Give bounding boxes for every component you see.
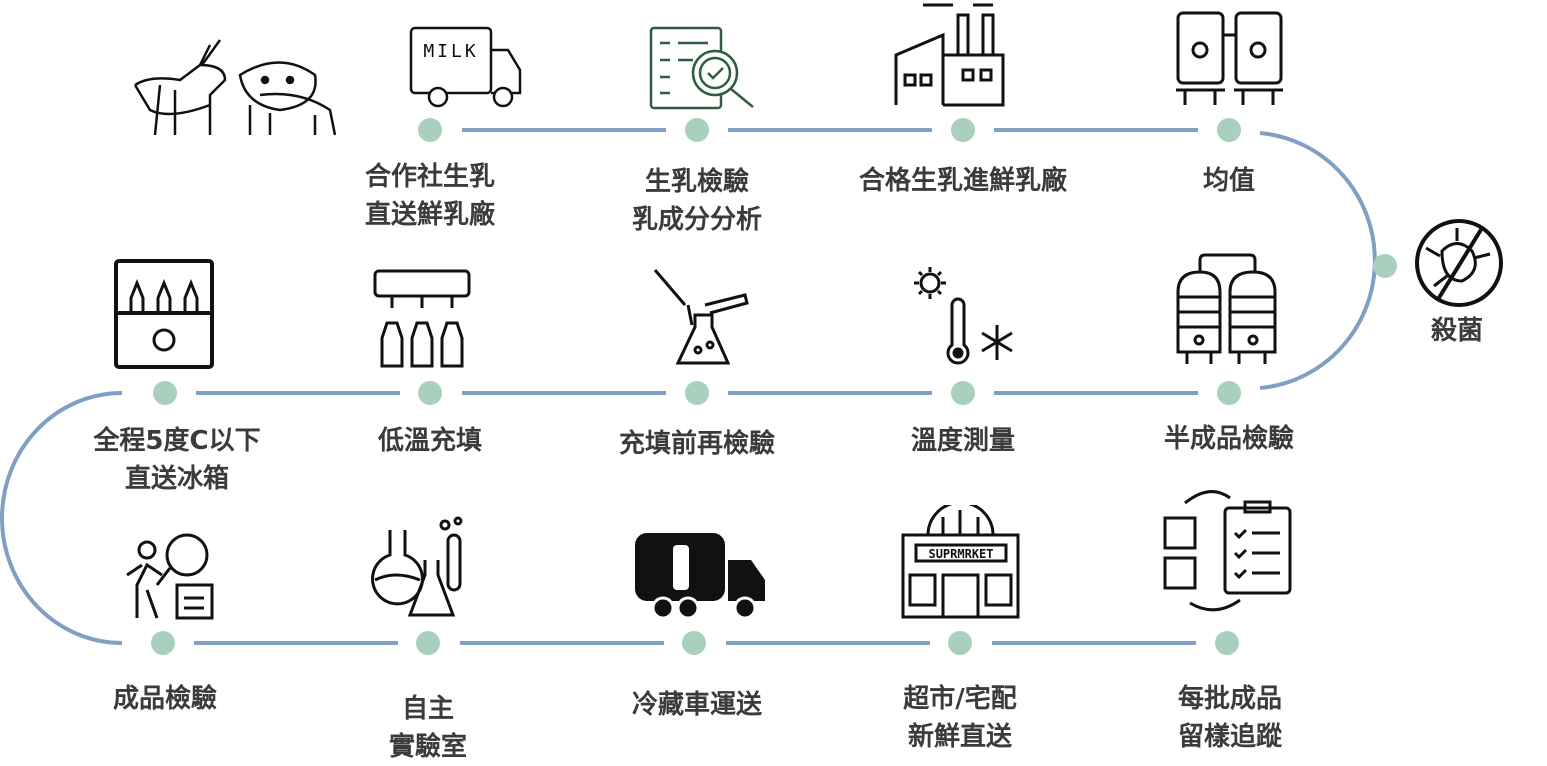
- step-dot: [1373, 254, 1397, 278]
- step-dot: [151, 631, 175, 655]
- thermometer-icon: [912, 265, 1017, 370]
- step-dot: [153, 381, 177, 405]
- step-label-cold-chain: 全程5度C以下直送冰箱: [93, 426, 261, 494]
- step-label-to-plant: 合格生乳進鮮乳廠: [858, 166, 1068, 196]
- step-label-homogenize: 均值: [1202, 166, 1256, 196]
- tanks-icon: [1173, 10, 1288, 108]
- step-label-fill: 低溫充填: [377, 426, 483, 456]
- no-bacteria-icon: [1412, 216, 1506, 310]
- step-dot: [1217, 118, 1241, 142]
- supermarket-sign-text: SUPRMRKET: [928, 547, 993, 561]
- factory-icon: [893, 0, 1008, 108]
- step-label-sterilize: 殺菌: [1430, 316, 1484, 346]
- step-dot: [418, 118, 442, 142]
- checklist-magnifier-icon: [648, 25, 763, 115]
- filling-machine-icon: [372, 268, 472, 370]
- pressure-tanks-icon: [1175, 252, 1280, 367]
- step-dot: [416, 631, 440, 655]
- flasks-icon: [365, 515, 475, 620]
- step-dot: [418, 381, 442, 405]
- step-dot: [951, 118, 975, 142]
- step-label-truck: 冷藏車運送: [631, 690, 763, 720]
- step-dot: [1217, 381, 1241, 405]
- milk-truck-icon: MILK: [408, 25, 526, 110]
- step-dot: [948, 631, 972, 655]
- inspector-icon: [122, 530, 217, 622]
- step-label-lab: 自主實驗室: [388, 694, 468, 762]
- step-dot: [682, 631, 706, 655]
- connector-arc-left: [0, 391, 123, 645]
- step-dot: [685, 118, 709, 142]
- supermarket-icon: SUPRMRKET: [898, 505, 1023, 620]
- milk-truck-text: MILK: [423, 41, 478, 62]
- step-label-semi-inspect: 半成品檢驗: [1163, 424, 1295, 454]
- step-label-sample: 每批成品留樣追蹤: [1177, 684, 1283, 752]
- step-label-cooperative: 合作社生乳直送鮮乳廠: [364, 162, 496, 230]
- sample-tracking-icon: [1160, 488, 1295, 618]
- fridge-bottles-icon: [113, 258, 215, 370]
- goat-cow-icon: [130, 35, 340, 145]
- step-dot: [685, 381, 709, 405]
- step-label-market: 超市/宅配新鮮直送: [903, 684, 1017, 752]
- step-label-temp: 溫度測量: [910, 426, 1016, 456]
- tanker-truck-icon: [633, 530, 768, 620]
- step-label-pre-fill: 充填前再檢驗: [618, 429, 776, 459]
- step-label-final-inspect: 成品檢驗: [112, 684, 218, 714]
- step-dot: [951, 381, 975, 405]
- step-dot: [1215, 631, 1239, 655]
- step-label-raw-inspect: 生乳檢驗乳成分分析: [631, 167, 763, 235]
- lab-dropper-icon: [650, 265, 750, 370]
